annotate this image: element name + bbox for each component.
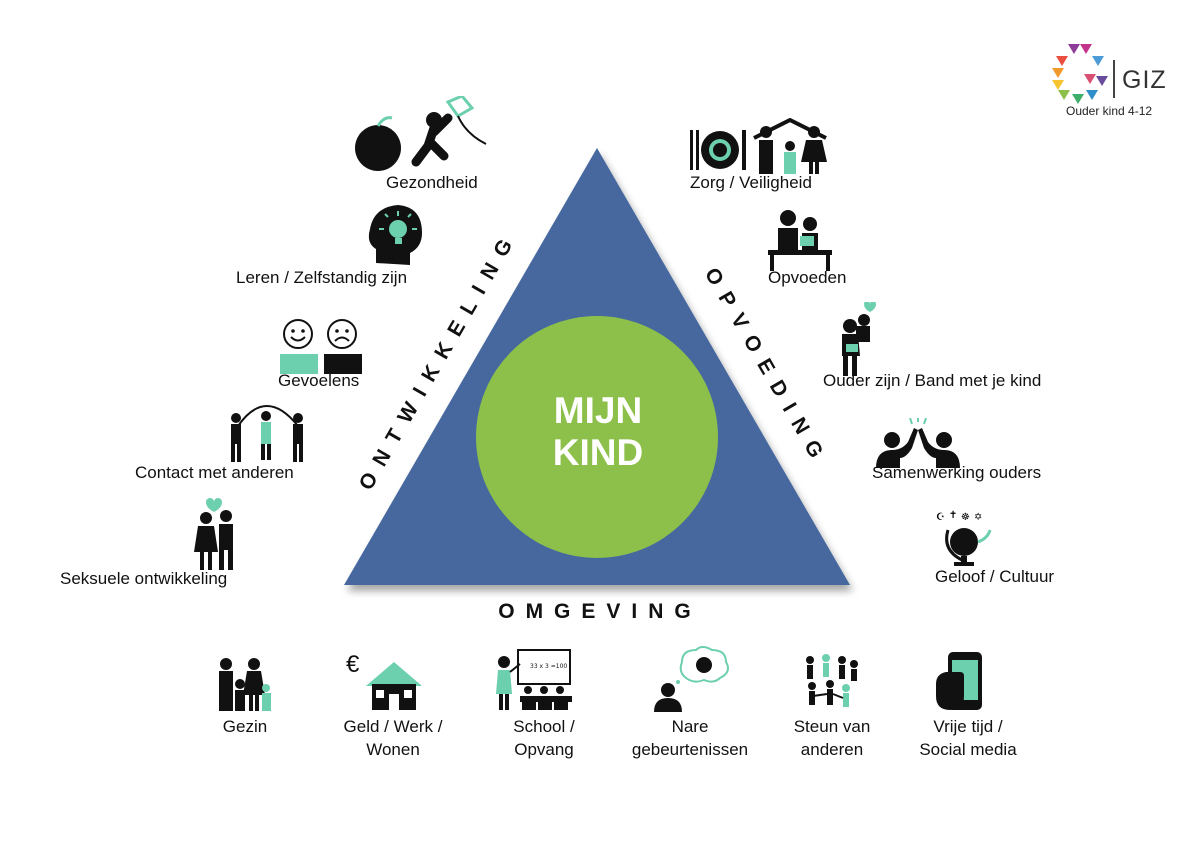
label-opvoeden: Opvoeden xyxy=(768,268,847,287)
label-gezondheid: Gezondheid xyxy=(386,173,478,192)
happy-sad-faces-icon xyxy=(280,319,362,374)
svg-text:€: € xyxy=(346,651,360,678)
label-vrije-tijd-line1: Vrije tijd / xyxy=(933,717,1003,736)
high-five-icon xyxy=(876,418,960,468)
label-geld-line1: Geld / Werk / xyxy=(343,717,443,736)
piggyback-icon xyxy=(842,302,876,376)
svg-text:☸: ☸ xyxy=(961,512,970,523)
apple-kite-icon xyxy=(355,96,487,171)
label-nare-line2: gebeurtenissen xyxy=(631,740,749,759)
phone-hand-icon xyxy=(936,652,982,710)
couple-icon xyxy=(194,498,233,570)
worried-person-icon xyxy=(654,646,729,712)
label-gezin-line1: Gezin xyxy=(222,717,268,736)
label-contact: Contact met anderen xyxy=(135,463,294,482)
label-vrije-tijd-line2: Social media xyxy=(919,740,1017,759)
label-steun-line2: anderen xyxy=(800,740,864,759)
logo-divider xyxy=(1113,60,1115,98)
classroom-icon: 33 x 3 =100 xyxy=(496,649,572,710)
label-school: School / Opvang xyxy=(484,715,604,761)
svg-text:☪: ☪ xyxy=(936,512,945,523)
label-zorg: Zorg / Veiligheid xyxy=(690,173,812,192)
label-vrije-tijd: Vrije tijd / Social media xyxy=(900,715,1036,761)
svg-text:✝: ✝ xyxy=(949,510,957,521)
globe-religions-icon: ☪ ✝ ☸ ✡ xyxy=(936,510,992,566)
euro-house-icon: € xyxy=(346,651,422,710)
label-geld: Geld / Werk / Wonen xyxy=(318,715,468,761)
label-geld-line2: Wonen xyxy=(366,740,420,759)
mijn-kind-diagram xyxy=(344,148,850,585)
head-lightbulb-icon xyxy=(368,205,422,265)
label-geloof: Geloof / Cultuur xyxy=(935,567,1055,586)
plate-family-icon xyxy=(690,118,827,174)
people-group-icon xyxy=(806,654,858,707)
label-leren: Leren / Zelfstandig zijn xyxy=(236,268,408,287)
label-steun: Steun van anderen xyxy=(772,715,892,761)
label-nare-line1: Nare xyxy=(671,717,709,736)
label-ouder-zijn: Ouder zijn / Band met je kind xyxy=(823,371,1042,390)
label-steun-line1: Steun van xyxy=(793,717,871,736)
family-icon xyxy=(219,658,271,711)
label-gevoelens: Gevoelens xyxy=(278,371,360,390)
label-school-line2: Opvang xyxy=(514,740,574,759)
label-gezin: Gezin xyxy=(200,715,290,738)
parent-child-reading-icon xyxy=(768,210,832,271)
label-seksuele: Seksuele ontwikkeling xyxy=(60,569,228,588)
label-school-line1: School / xyxy=(513,717,575,736)
giz-logo-icon xyxy=(1052,44,1108,104)
logo-text: GIZ xyxy=(1122,66,1167,94)
side-title-omgeving: OMGEVING xyxy=(498,600,702,623)
svg-text:✡: ✡ xyxy=(974,512,982,523)
center-title-line1: MIJN xyxy=(553,390,643,431)
svg-text:33 x 3 =100: 33 x 3 =100 xyxy=(530,663,567,670)
logo-subtitle: Ouder kind 4-12 xyxy=(1066,104,1153,118)
jump-rope-icon xyxy=(231,405,303,462)
center-title-line2: KIND xyxy=(552,432,644,473)
label-nare: Nare gebeurtenissen xyxy=(620,715,760,761)
center-title: MIJN KIND xyxy=(478,390,718,474)
center-circle xyxy=(476,316,718,558)
label-samenwerking: Samenwerking ouders xyxy=(872,463,1042,482)
